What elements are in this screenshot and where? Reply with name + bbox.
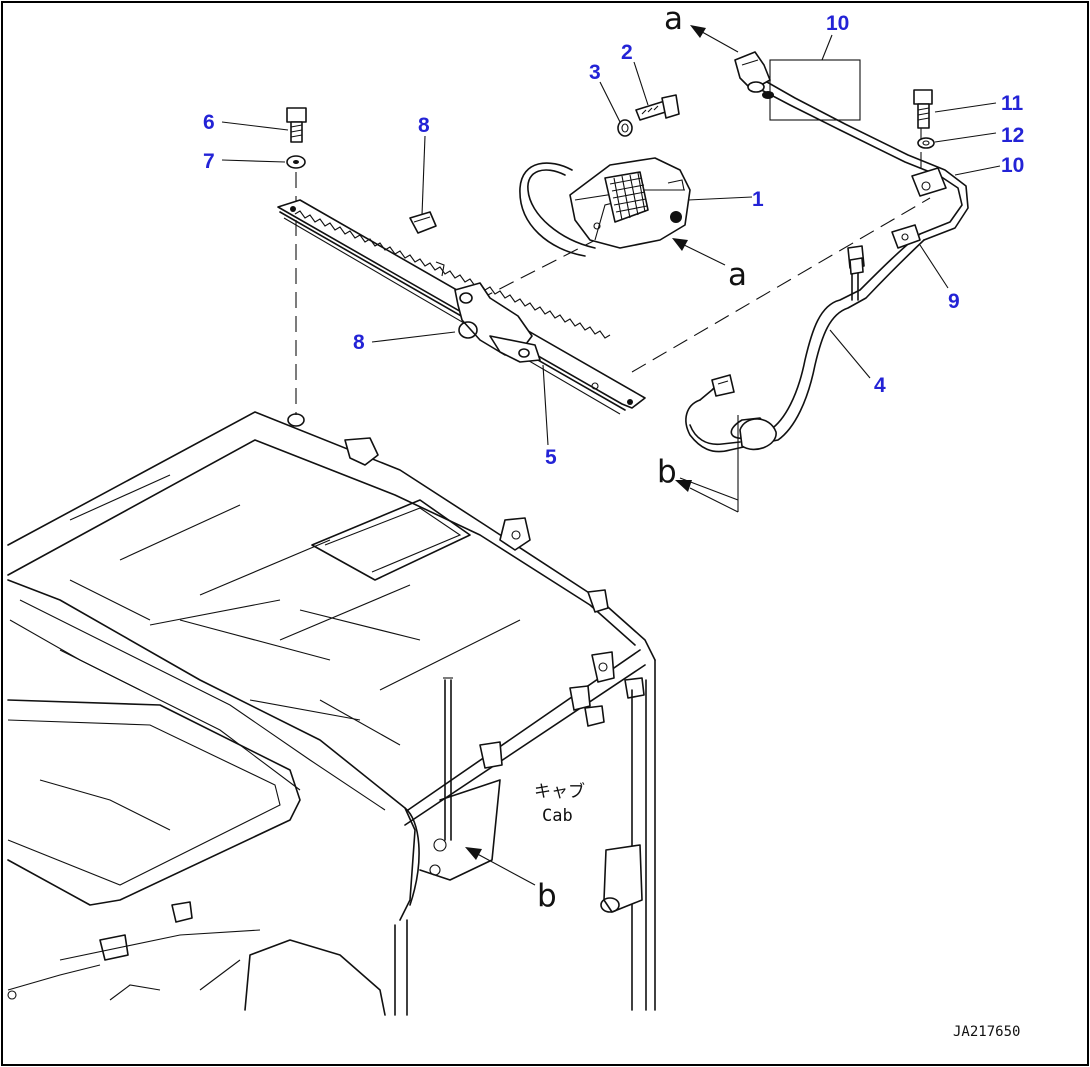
label-part-5: 5 — [545, 446, 557, 469]
part-labels: 1 2 3 4 5 6 7 8 8 9 10 10 11 12 — [203, 12, 1024, 469]
antenna-rod — [443, 677, 453, 841]
ref-arrows — [465, 25, 739, 886]
cab-body — [7, 411, 656, 1016]
ref-a-lamp: a — [728, 257, 747, 293]
ref-b-cab: b — [537, 878, 557, 914]
nut-3 — [617, 119, 633, 137]
label-part-10-right: 10 — [1001, 154, 1024, 177]
ref-a-top: a — [664, 1, 683, 37]
bolt-6 — [286, 107, 307, 143]
label-part-8-lower: 8 — [353, 331, 365, 354]
cab-label-jp: キャブ — [534, 781, 585, 802]
drawing-code: JA217650 — [953, 1024, 1020, 1040]
lamp-assembly — [519, 157, 691, 257]
label-part-6: 6 — [203, 111, 215, 134]
ref-letters: a a b b — [537, 1, 747, 914]
label-part-7: 7 — [203, 150, 215, 173]
washer-12 — [917, 137, 935, 149]
washer-7 — [286, 155, 306, 169]
label-part-9: 9 — [948, 290, 960, 313]
ref-b-harness: b — [657, 454, 677, 490]
label-part-2: 2 — [621, 41, 633, 64]
harness-4 — [685, 224, 925, 512]
clip-upper — [409, 211, 437, 234]
label-part-10-upper: 10 — [826, 12, 849, 35]
label-part-4: 4 — [874, 374, 886, 397]
label-part-12: 12 — [1001, 124, 1024, 147]
cab-label-en: Cab — [542, 806, 573, 826]
label-part-1: 1 — [752, 188, 764, 211]
label-part-8-upper: 8 — [418, 114, 430, 137]
label-part-11: 11 — [1001, 92, 1024, 115]
bolt-11 — [913, 89, 933, 129]
cable-10 — [734, 51, 969, 241]
bolt-2 — [635, 94, 680, 121]
label-part-3: 3 — [589, 61, 601, 84]
bracket-bar — [277, 199, 646, 415]
leader-lines — [221, 34, 1001, 446]
assembly-guides — [295, 128, 931, 415]
cab-label: キャブ Cab — [534, 781, 585, 826]
